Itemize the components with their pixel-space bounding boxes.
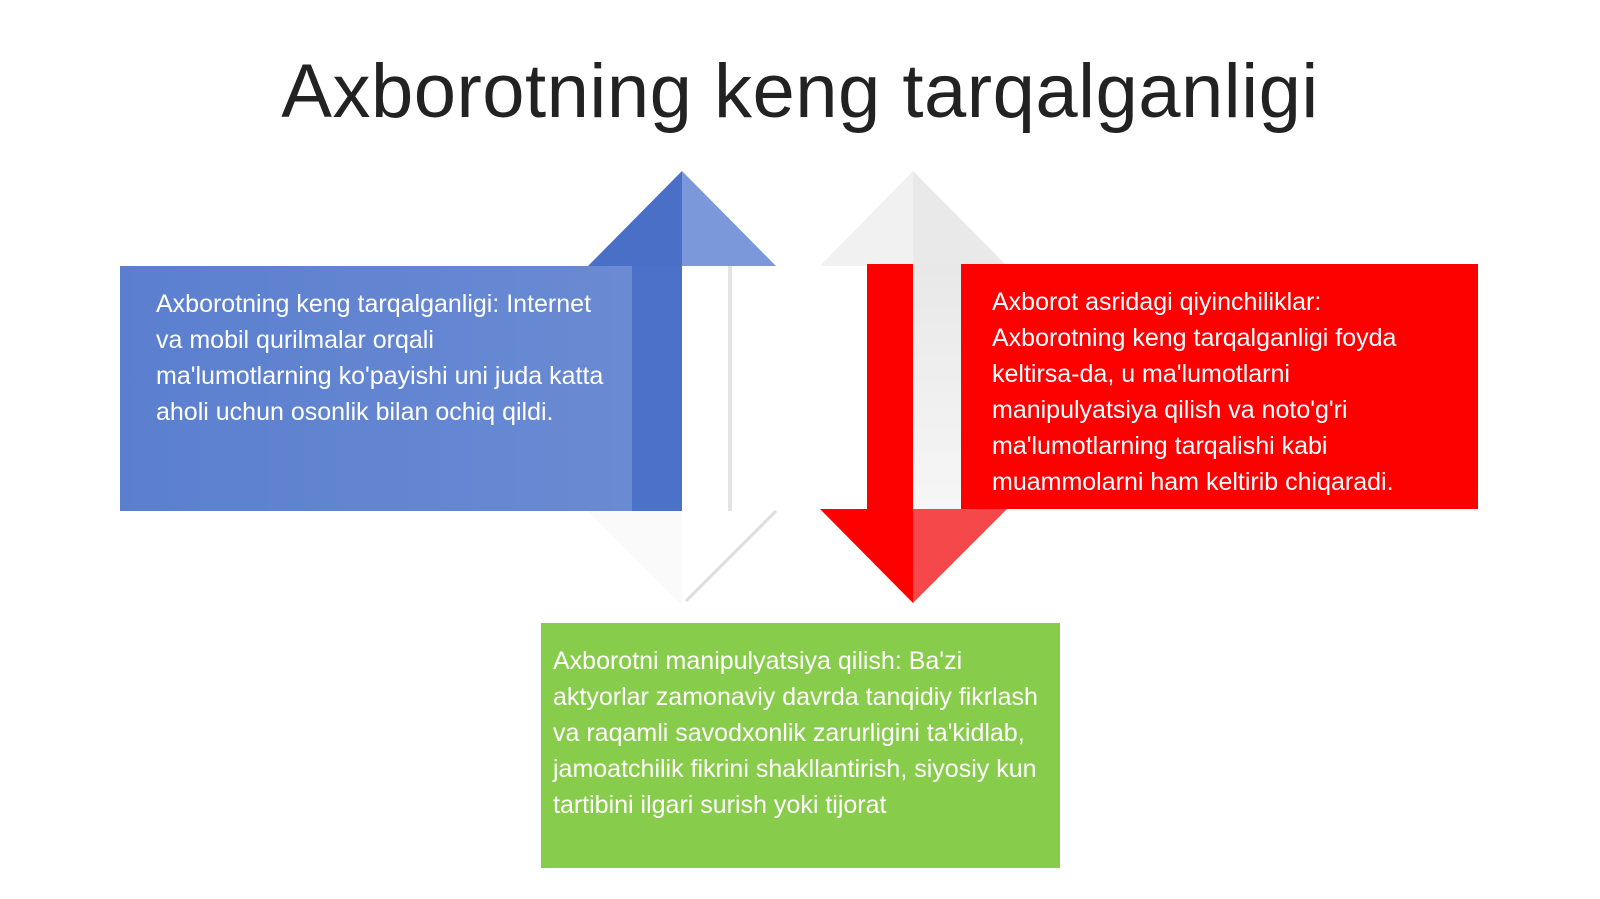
info-box-manipulation-text: Axborotni manipulyatsiya qilish: Ba'zi a… [553, 647, 1038, 819]
down-arrow-left-ghost [588, 509, 778, 605]
info-box-challenges: Axborot asridagi qiyinchiliklar: Axborot… [961, 264, 1478, 509]
up-arrow-left-shaft-light [682, 266, 732, 511]
down-arrow-right-head-light [913, 509, 1007, 603]
down-arrow-right-shaft [867, 264, 913, 509]
up-arrow-right-ghost [820, 171, 1007, 266]
up-arrow-left-head-dark [588, 171, 682, 266]
up-arrow-left [588, 171, 776, 511]
up-arrow-left-shaft-edge [728, 266, 732, 511]
up-arrow-right-ghost-right [913, 171, 1007, 266]
down-arrow-right-shaft-grey [913, 264, 961, 509]
up-arrow-right-ghost-left [820, 171, 913, 266]
down-arrow-left-ghost-left [588, 511, 682, 605]
down-arrow-right-shaft-blank [820, 266, 867, 509]
info-box-challenges-text: Axborot asridagi qiyinchiliklar: Axborot… [992, 288, 1397, 496]
up-arrow-left-shaft [632, 266, 682, 511]
down-arrow-left-ghost-edge [684, 509, 778, 603]
down-arrow-right-head-dark [820, 509, 913, 603]
up-arrow-left-head-light [682, 171, 776, 266]
info-box-spread: Axborotning keng tarqalganligi: Internet… [120, 266, 632, 511]
info-box-manipulation: Axborotni manipulyatsiya qilish: Ba'zi a… [541, 623, 1060, 868]
down-arrow-right [820, 264, 1007, 603]
info-box-spread-text: Axborotning keng tarqalganligi: Internet… [156, 290, 604, 426]
slide-title: Axborotning keng tarqalganligi [281, 49, 1319, 134]
